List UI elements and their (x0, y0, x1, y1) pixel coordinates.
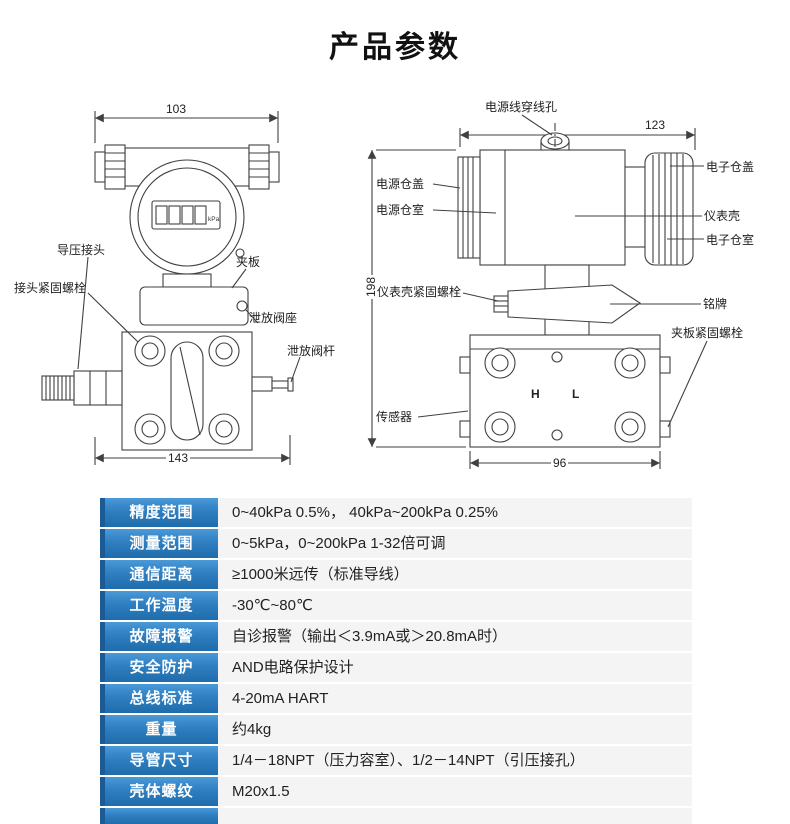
spec-row: 导管尺寸 1/4－18NPT（压力容室）、1/2－14NPT（引压接孔） (100, 746, 692, 775)
spec-label: 通信距离 (100, 560, 218, 589)
label-cable-hole: 电源线穿线孔 (485, 100, 558, 114)
spec-value: 4-20mA HART (218, 684, 692, 713)
spec-value: 约4kg (218, 715, 692, 744)
cable-hole-shape (540, 123, 570, 267)
label-power-chamber: 电源仓室 (376, 203, 425, 217)
label-meter-housing: 仪表壳 (704, 209, 741, 223)
dim-123: 123 (643, 118, 668, 132)
label-nameplate: 铭牌 (703, 297, 728, 311)
spec-label: 安全防护 (100, 653, 218, 682)
spec-label: 工作温度 (100, 591, 218, 620)
spec-value: ≥1000米远传（标准导线） (218, 560, 692, 589)
dim-198: 198 (364, 274, 379, 300)
dim-123-lines (459, 128, 696, 150)
housing-shape (457, 149, 694, 266)
spec-value-partial (218, 808, 692, 824)
spec-row: 重量 约4kg (100, 715, 692, 744)
spec-label: 故障报警 (100, 622, 218, 651)
transmitter-side-drawing (367, 114, 708, 469)
page-title: 产品参数 (329, 31, 461, 64)
technical-drawings: kPa (41, 111, 708, 469)
spec-label-partial (100, 808, 218, 824)
port-mark-low: L (572, 387, 580, 401)
spec-value: M20x1.5 (218, 777, 692, 806)
spec-value: 1/4－18NPT（压力容室）、1/2－14NPT（引压接孔） (218, 746, 692, 775)
leader-lines-right (417, 114, 708, 428)
dim-143: 143 (166, 451, 191, 465)
spec-row: 精度范围 0~40kPa 0.5%， 40kPa~200kPa 0.25% (100, 498, 692, 527)
label-vent-valve-stem: 泄放阀杆 (287, 344, 336, 358)
spec-row: 安全防护 AND电路保护设计 (100, 653, 692, 682)
lcd-display: kPa (151, 200, 221, 230)
impulse-connector (41, 370, 123, 406)
spec-row: 壳体螺纹 M20x1.5 (100, 777, 692, 806)
label-port-bolt: 接头紧固螺栓 (14, 281, 87, 295)
clamp-plate-shape (139, 273, 249, 326)
vent-valve-shape (251, 376, 294, 392)
label-pressure-port: 导压接头 (57, 243, 106, 257)
spec-row-partial (100, 808, 692, 824)
spec-row: 总线标准 4-20mA HART (100, 684, 692, 713)
spec-label: 导管尺寸 (100, 746, 218, 775)
spec-row: 故障报警 自诊报警（输出＜3.9mA或＞20.8mA时） (100, 622, 692, 651)
spec-row: 工作温度 -30℃~80℃ (100, 591, 692, 620)
spec-label: 重量 (100, 715, 218, 744)
port-mark-high: H (531, 387, 540, 401)
lcd-unit-text: kPa (208, 216, 220, 223)
dim-103: 103 (164, 102, 189, 116)
label-electronics-cover: 电子仓盖 (706, 160, 755, 174)
sensor-flange-shape (459, 334, 671, 448)
label-electronics-chamber: 电子仓室 (706, 233, 755, 247)
spec-value: 0~5kPa，0~200kPa 1-32倍可调 (218, 529, 692, 558)
spec-row: 通信距离 ≥1000米远传（标准导线） (100, 560, 692, 589)
spec-label: 总线标准 (100, 684, 218, 713)
label-vent-valve-seat: 泄放阀座 (249, 311, 298, 325)
diagram-area: kPa (0, 95, 790, 480)
label-power-cover: 电源仓盖 (376, 177, 425, 191)
spec-value: 0~40kPa 0.5%， 40kPa~200kPa 0.25% (218, 498, 692, 527)
spec-value: -30℃~80℃ (218, 591, 692, 620)
nameplate-shape (493, 264, 641, 336)
flange-assembly-front (121, 331, 253, 451)
spec-row: 测量范围 0~5kPa，0~200kPa 1-32倍可调 (100, 529, 692, 558)
label-sensor: 传感器 (376, 410, 413, 424)
dim-143-lines (94, 435, 291, 465)
label-housing-bolt: 仪表壳紧固螺栓 (377, 285, 462, 299)
spec-label: 精度范围 (100, 498, 218, 527)
spec-value: AND电路保护设计 (218, 653, 692, 682)
dim-96: 96 (551, 456, 569, 470)
spec-table: 精度范围 0~40kPa 0.5%， 40kPa~200kPa 0.25% 测量… (100, 498, 692, 824)
label-clamp-plate: 夹板 (236, 255, 261, 269)
dim-103-lines (94, 111, 279, 143)
label-clamp-bolt: 夹板紧固螺栓 (671, 326, 744, 340)
spec-label: 壳体螺纹 (100, 777, 218, 806)
leader-lines-left (77, 256, 301, 383)
spec-label: 测量范围 (100, 529, 218, 558)
spec-value: 自诊报警（输出＜3.9mA或＞20.8mA时） (218, 622, 692, 651)
transmitter-front-drawing: kPa (41, 111, 301, 465)
